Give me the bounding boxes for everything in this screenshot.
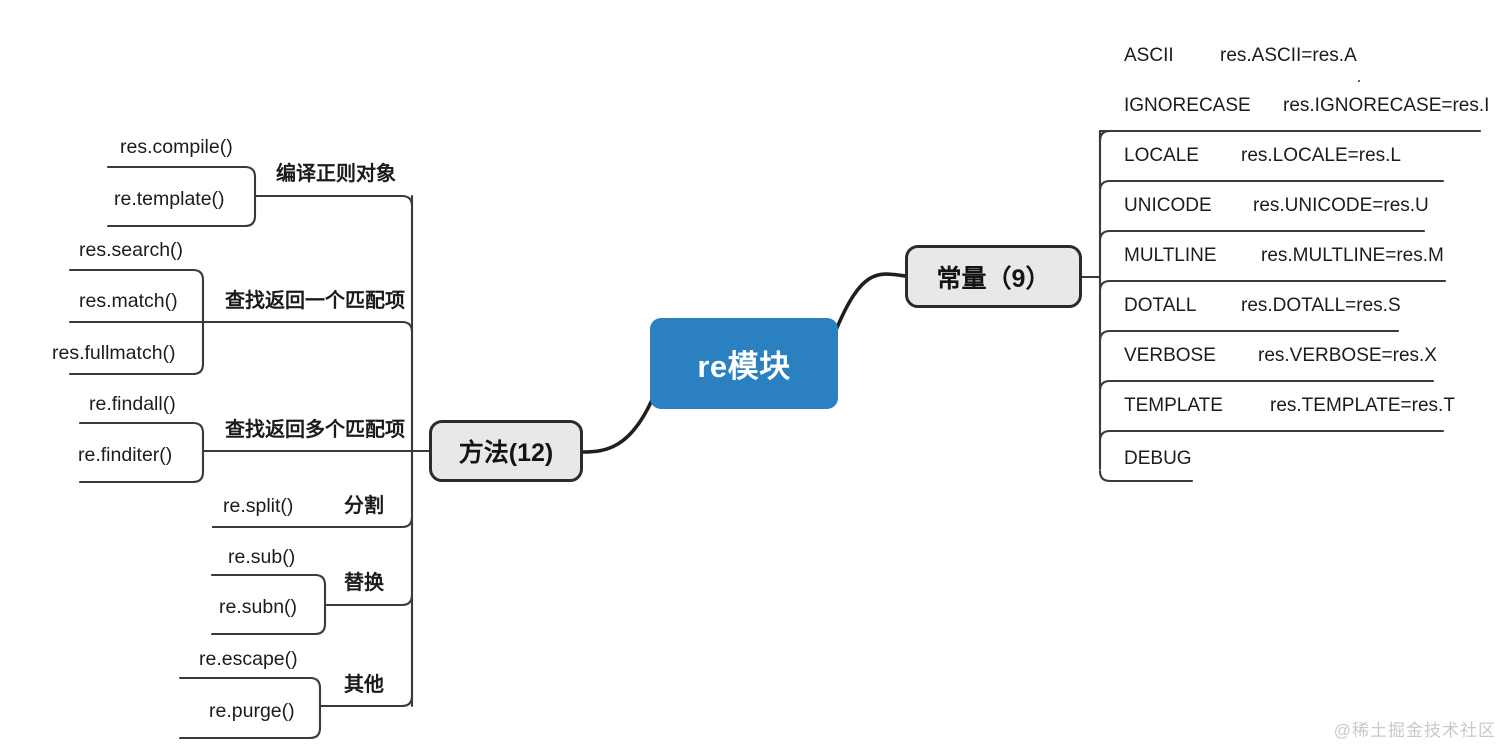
method-group-label: 编译正则对象 [276,163,396,185]
method-item: re.purge() [209,700,295,722]
method-group-label: 其他 [344,674,384,696]
constant-value: res.IGNORECASE=res.I [1283,95,1490,116]
constant-name: VERBOSE [1124,345,1216,366]
constant-name: LOCALE [1124,145,1199,166]
constant-name: IGNORECASE [1124,95,1251,116]
method-group-label: 查找返回多个匹配项 [225,419,405,441]
constant-value: res.MULTLINE=res.M [1261,245,1444,266]
root-node-label: re模块 [697,349,791,384]
constant-value: res.ASCII=res.A [1220,45,1357,66]
constant-value: res.LOCALE=res.L [1241,145,1401,166]
constant-name: DEBUG [1124,448,1192,469]
constant-name: MULTLINE [1124,245,1217,266]
method-item: re.subn() [219,596,298,618]
method-group-label: 分割 [344,495,384,517]
constant-value: res.DOTALL=res.S [1241,295,1401,316]
constant-name: TEMPLATE [1124,395,1223,416]
method-item: res.compile() [120,136,233,158]
constant-name: DOTALL [1124,295,1197,316]
constant-value: res.UNICODE=res.U [1253,195,1429,216]
method-item: res.match() [79,290,178,312]
method-item: re.findall() [89,393,176,415]
method-item: re.finditer() [78,444,173,466]
method-item: re.sub() [228,546,296,568]
constant-value: res.TEMPLATE=res.T [1270,395,1455,416]
branch-node-methods[interactable]: 方法(12) [429,420,583,482]
method-item: re.split() [223,495,294,517]
watermark: @稀土掘金技术社区 [1333,721,1496,740]
root-node[interactable]: re模块 [650,318,838,409]
method-item: res.fullmatch() [52,342,176,364]
constant-name: ASCII [1124,45,1174,66]
method-item: re.template() [114,188,225,210]
method-item: res.search() [79,239,184,261]
method-item: re.escape() [199,648,298,670]
branch-node-constants[interactable]: 常量（9） [905,245,1082,308]
branch-node-methods-label: 方法(12) [458,439,554,467]
constant-name: UNICODE [1124,195,1212,216]
method-group-label: 查找返回一个匹配项 [225,290,405,312]
method-group-label: 替换 [344,572,384,594]
branch-node-constants-label: 常量（9） [936,264,1051,293]
constant-value: res.VERBOSE=res.X [1258,345,1437,366]
